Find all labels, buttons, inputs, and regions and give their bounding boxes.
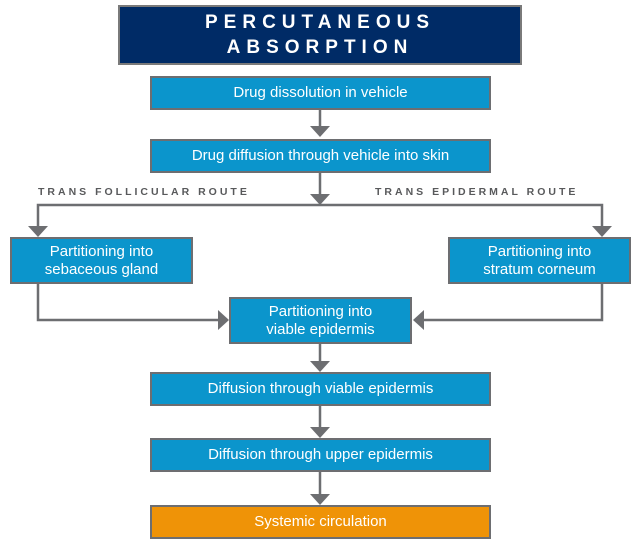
step-viable-partition: Partitioning into viable epidermis	[229, 297, 412, 344]
arrowhead-down	[28, 226, 48, 237]
arrowhead-down	[592, 226, 612, 237]
route-label-follicular: TRANS FOLLICULAR ROUTE	[38, 186, 250, 198]
route-label-epidermal: TRANS EPIDERMAL ROUTE	[375, 186, 579, 198]
step-upper-diffusion: Diffusion through upper epidermis	[150, 438, 491, 472]
connector-follicular	[36, 203, 320, 228]
connector-sebaceous-out	[36, 283, 220, 322]
step-systemic: Systemic circulation	[150, 505, 491, 539]
step-viable-diffusion: Diffusion through viable epidermis	[150, 372, 491, 406]
arrowhead-down	[310, 361, 330, 372]
title-line-1: PERCUTANEOUS	[205, 12, 435, 33]
connector-epidermal	[320, 203, 604, 228]
diagram-title: PERCUTANEOUS ABSORPTION	[118, 5, 522, 65]
arrowhead-left	[413, 310, 424, 330]
title-line-2: ABSORPTION	[226, 37, 414, 58]
step-diffusion-vehicle: Drug diffusion through vehicle into skin	[150, 139, 491, 173]
arrowhead-right	[218, 310, 229, 330]
arrowhead-down	[310, 427, 330, 438]
step-sebaceous: Partitioning into sebaceous gland	[10, 237, 193, 284]
connector-stratum-out	[422, 283, 604, 322]
step-dissolution: Drug dissolution in vehicle	[150, 76, 491, 110]
step-stratum: Partitioning into stratum corneum	[448, 237, 631, 284]
arrowhead-down	[310, 194, 330, 205]
arrowhead-down	[310, 494, 330, 505]
arrowhead-down	[310, 126, 330, 137]
